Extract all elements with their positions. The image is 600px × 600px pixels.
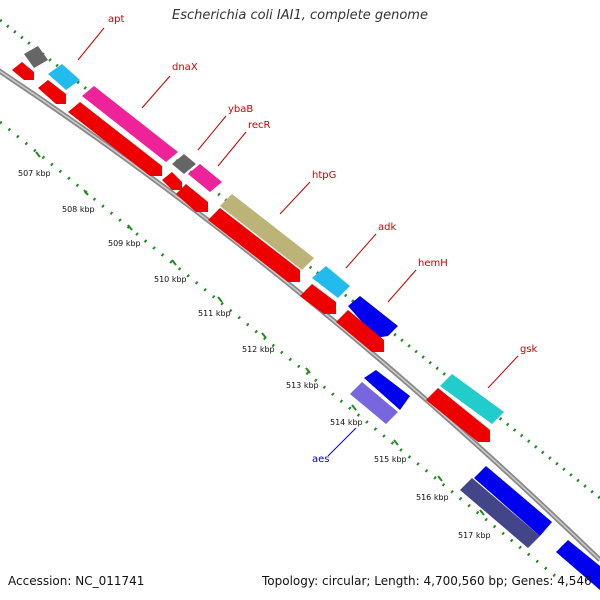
gene-label-recR[interactable]: recR	[248, 120, 271, 131]
orf-magenta-recR[interactable]	[188, 164, 222, 192]
orf-teal-gsk[interactable]	[440, 374, 504, 424]
kbp-label-512: 512 kbp	[242, 345, 275, 354]
kbp-label-517: 517 kbp	[458, 531, 491, 540]
gene-label-dnaX[interactable]: dnaX	[172, 62, 198, 73]
orf-gray-1[interactable]	[24, 46, 48, 68]
kbp-label-514: 514 kbp	[330, 418, 363, 427]
gene-label-aes[interactable]: aes	[312, 454, 330, 465]
orf-blue-2[interactable]	[474, 466, 552, 536]
map-title: Escherichia coli IAI1, complete genome	[172, 8, 428, 23]
genome-backbone	[0, 68, 600, 562]
orf-khaki-htpG[interactable]	[220, 194, 314, 270]
cds-red-htpG[interactable]	[208, 208, 300, 282]
kbp-label-507: 507 kbp	[18, 169, 51, 178]
gene-label-htpG[interactable]: htpG	[312, 170, 336, 181]
cds-red-1[interactable]	[12, 62, 34, 80]
gene-callouts	[77, 27, 519, 457]
cds-red-dnaX[interactable]	[68, 102, 162, 176]
orf-navy-1[interactable]	[460, 478, 540, 548]
cds-features	[12, 62, 490, 442]
cds-red-ybaB[interactable]	[162, 172, 182, 190]
cds-red-hemH[interactable]	[336, 310, 384, 352]
kbp-label-515: 515 kbp	[374, 455, 407, 464]
orf-blue-3[interactable]	[556, 540, 600, 590]
genome-summary: Topology: circular; Length: 4,700,560 bp…	[262, 574, 592, 588]
orf-magenta-dnaX[interactable]	[82, 86, 178, 162]
cds-red-recR[interactable]	[176, 184, 208, 212]
kbp-scale-labels: 507 kbp 508 kbp 509 kbp 510 kbp 511 kbp …	[18, 169, 491, 540]
gene-label-adk[interactable]: adk	[378, 222, 396, 233]
kbp-label-508: 508 kbp	[62, 205, 95, 214]
orf-features	[24, 46, 600, 590]
orf-gray-ybaB[interactable]	[172, 154, 196, 174]
kbp-label-513: 513 kbp	[286, 381, 319, 390]
orf-lavender-aes[interactable]	[350, 382, 398, 424]
gene-label-ybaB[interactable]: ybaB	[228, 104, 253, 115]
major-ticks	[35, 151, 485, 516]
gene-label-apt[interactable]: apt	[108, 14, 124, 25]
gene-label-gsk[interactable]: gsk	[520, 344, 538, 355]
orf-cyan-adk[interactable]	[312, 266, 350, 298]
kbp-label-509: 509 kbp	[108, 239, 141, 248]
cds-red-apt[interactable]	[38, 80, 66, 104]
orf-blue-1[interactable]	[364, 370, 410, 410]
cds-red-gsk[interactable]	[426, 388, 490, 442]
kbp-label-511: 511 kbp	[198, 309, 231, 318]
gene-label-hemH[interactable]: hemH	[418, 258, 448, 269]
kbp-label-510: 510 kbp	[154, 275, 187, 284]
accession-label: Accession: NC_011741	[8, 574, 145, 588]
gene-labels: apt dnaX ybaB recR htpG adk hemH gsk aes	[108, 14, 538, 465]
orf-cyan-apt[interactable]	[48, 64, 80, 90]
cds-red-adk[interactable]	[300, 284, 336, 314]
kbp-label-516: 516 kbp	[416, 493, 449, 502]
orf-blue-hemH[interactable]	[348, 296, 398, 338]
